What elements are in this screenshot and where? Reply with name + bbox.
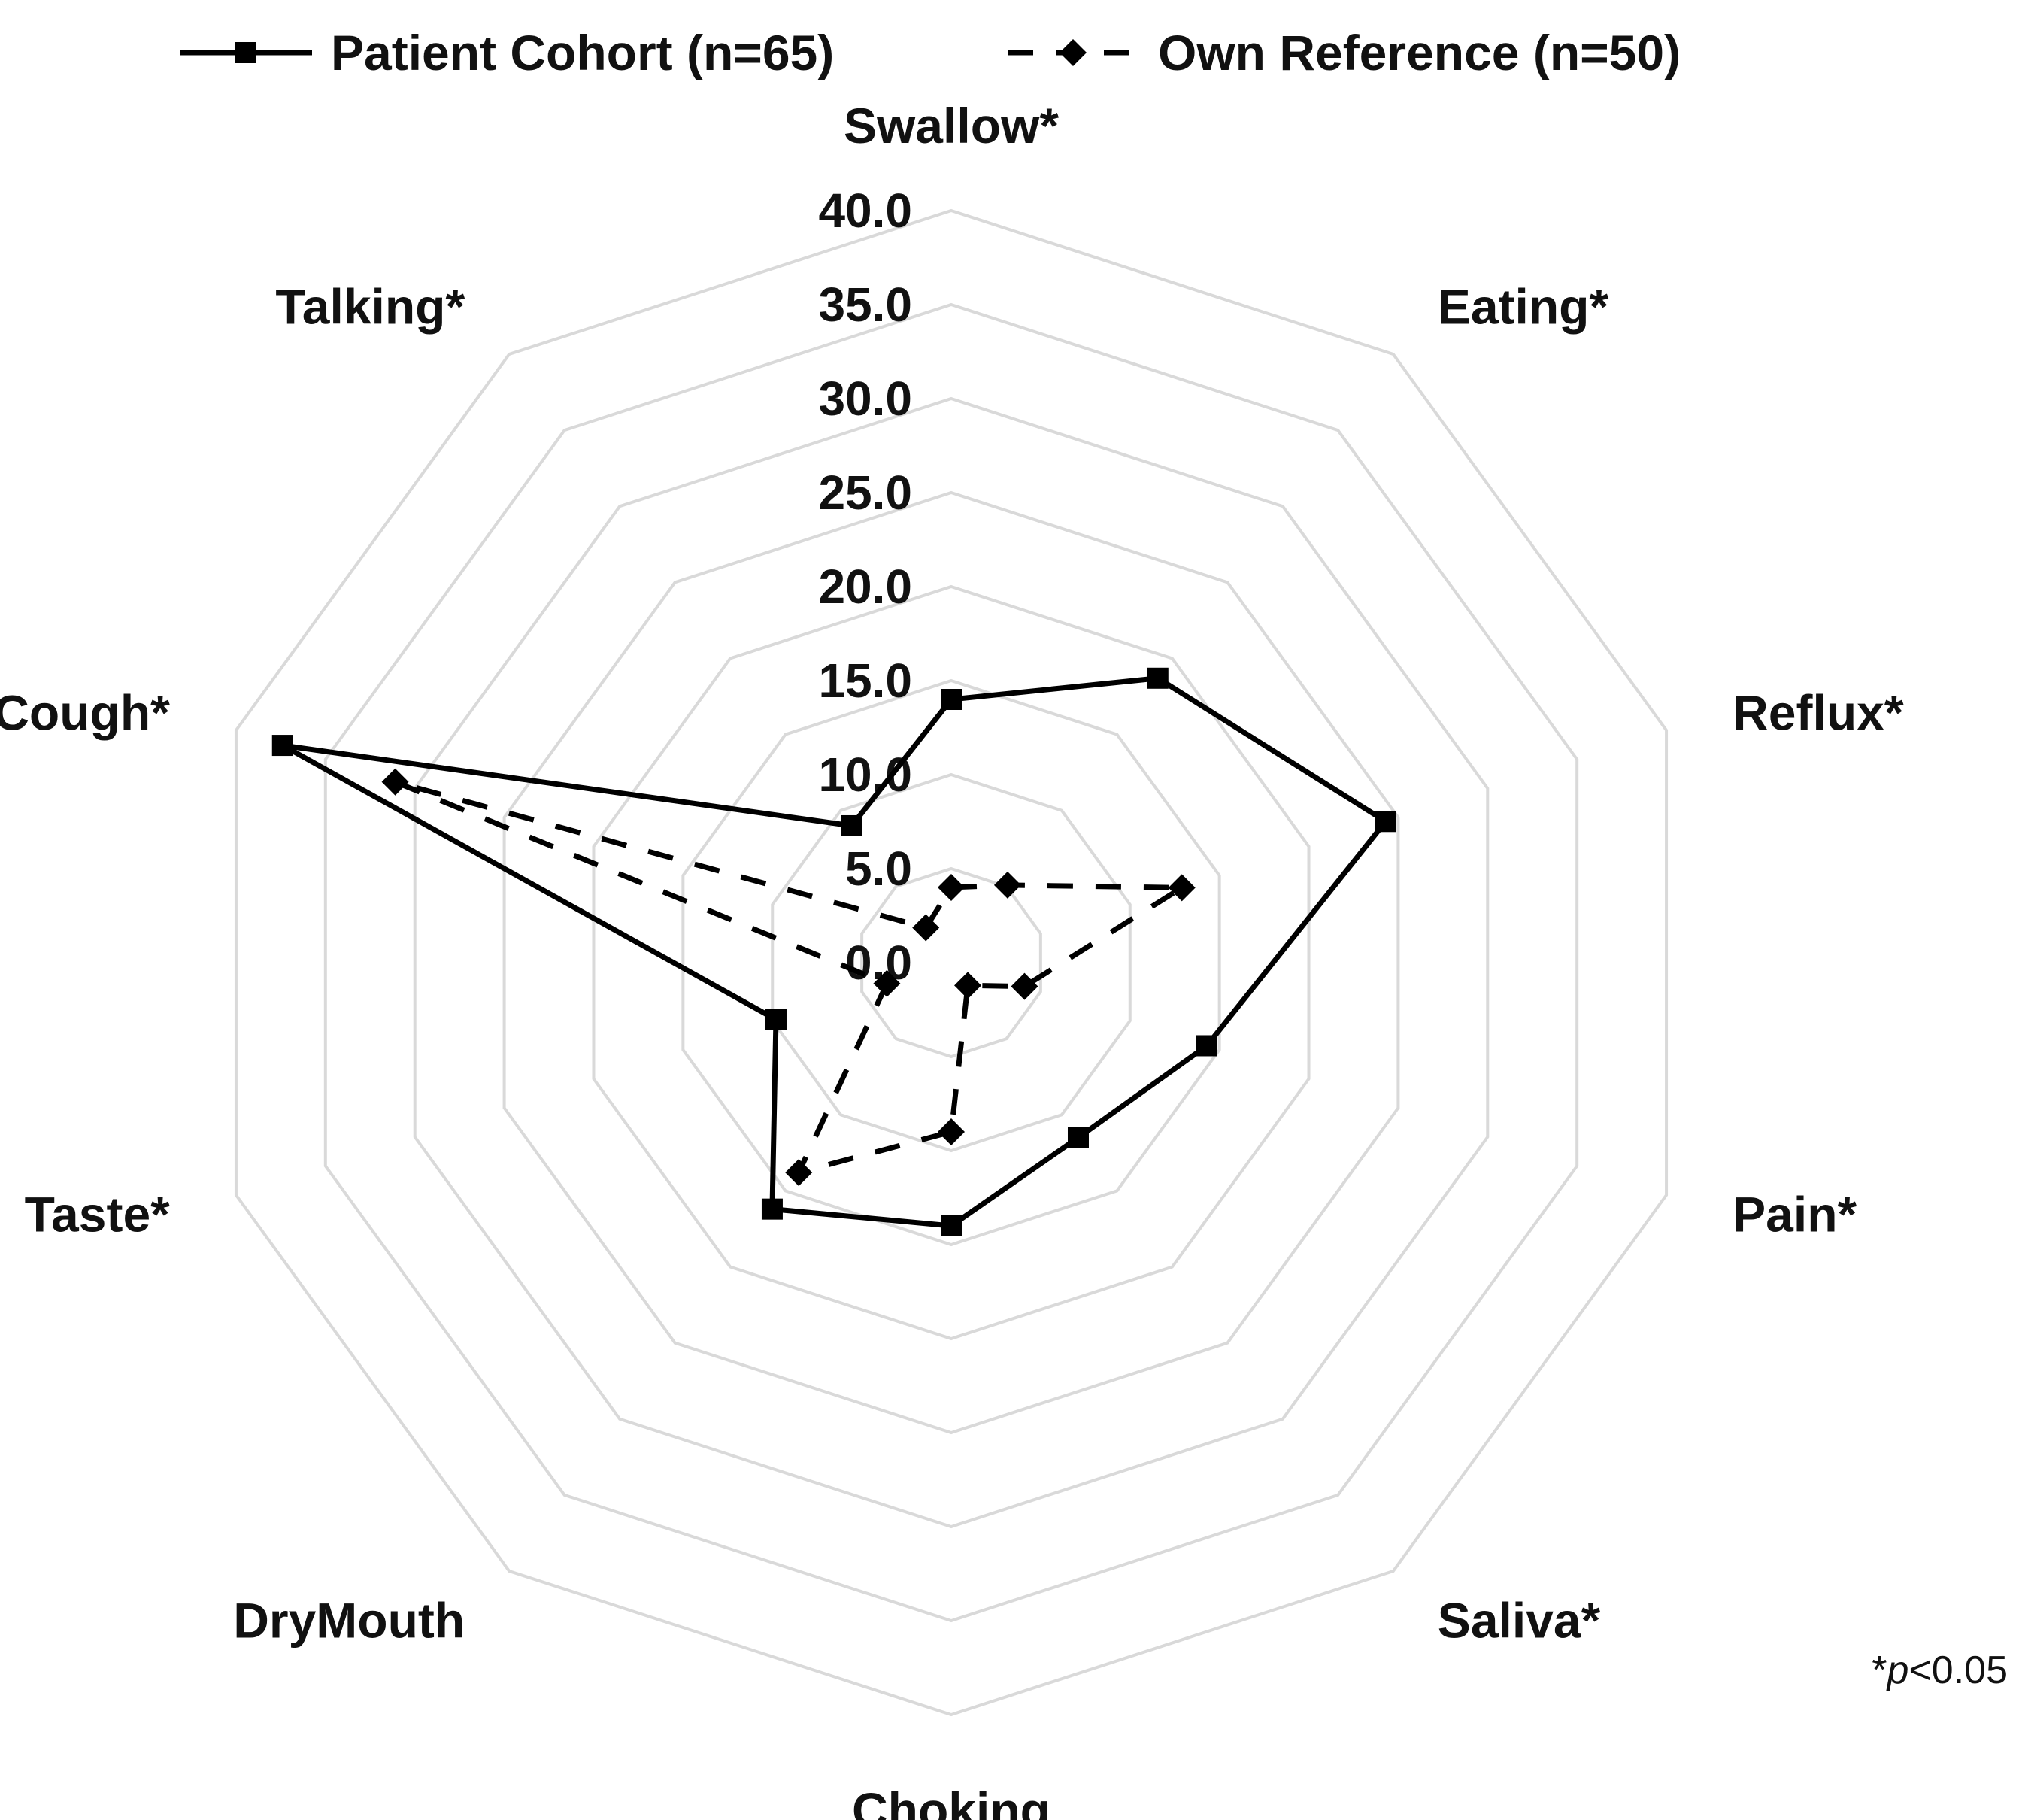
tick-label-8: 40.0 — [818, 184, 912, 238]
axis-label-reflux: Reflux* — [1732, 684, 1904, 740]
grid-ring-8 — [234, 208, 1669, 1717]
axis-label-taste: Taste* — [25, 1187, 171, 1242]
series-layer — [271, 667, 1396, 1236]
axis-label-saliva: Saliva* — [1438, 1593, 1601, 1649]
point-patient-cohort-swallow — [941, 689, 962, 710]
point-patient-cohort-saliva — [1067, 1127, 1089, 1148]
tick-label-6: 30.0 — [818, 372, 912, 426]
point-own-reference-drymouth — [785, 1159, 813, 1187]
legend-label-reference: Own Reference (n=50) — [1158, 25, 1681, 80]
tick-labels: 0.05.010.015.020.025.030.035.040.0 — [818, 184, 912, 990]
point-own-reference-swallow — [938, 874, 965, 901]
point-own-reference-choking — [938, 1118, 965, 1145]
axis-label-talking: Talking* — [275, 278, 465, 334]
grid-ring-2 — [771, 772, 1132, 1153]
point-own-reference-talking — [912, 914, 940, 942]
grid-ring-4 — [592, 584, 1311, 1341]
axis-labels: Swallow* Eating* Reflux* Pain* Saliva* Chokin… — [0, 98, 1904, 1820]
point-patient-cohort-talking — [841, 814, 862, 836]
point-own-reference-eating — [993, 871, 1021, 899]
grid-ring-3 — [681, 678, 1221, 1247]
axis-label-cough: Cough* — [0, 684, 170, 740]
tick-label-3: 15.0 — [818, 654, 912, 708]
grid-ring-5 — [502, 490, 1400, 1435]
tick-label-1: 5.0 — [845, 842, 912, 896]
note-prefix: * — [1872, 1649, 1887, 1692]
legend-item-patient: Patient Cohort (n=65) — [180, 25, 834, 80]
axis-label-choking: Choking — [852, 1782, 1050, 1820]
point-patient-cohort-pain — [1196, 1035, 1218, 1057]
point-patient-cohort-taste — [765, 1009, 787, 1030]
point-patient-cohort-choking — [941, 1215, 962, 1236]
point-own-reference-saliva — [954, 972, 982, 999]
series-line-own-reference — [394, 779, 1191, 1177]
grid-ring-1 — [860, 866, 1042, 1059]
axis-label-swallow: Swallow* — [844, 98, 1059, 153]
note-suffix: <0.05 — [1908, 1649, 2008, 1692]
grid-ring-6 — [413, 396, 1490, 1529]
point-own-reference-cough — [381, 768, 409, 796]
tick-label-2: 10.0 — [818, 748, 912, 802]
legend-item-reference: Own Reference (n=50) — [1008, 25, 1681, 80]
point-own-reference-taste — [873, 969, 901, 997]
point-patient-cohort-reflux — [1375, 811, 1396, 833]
axis-label-eating: Eating* — [1438, 278, 1609, 334]
point-patient-cohort-drymouth — [761, 1198, 783, 1220]
axis-label-drymouth: DryMouth — [233, 1593, 465, 1649]
point-own-reference-pain — [1011, 972, 1038, 1000]
tick-label-4: 20.0 — [818, 560, 912, 614]
significance-note: *p<0.05 — [1872, 1649, 2008, 1692]
point-own-reference-reflux — [1168, 874, 1196, 902]
note-p: p — [1886, 1649, 1909, 1692]
legend-marker-reference — [1060, 39, 1087, 66]
tick-label-5: 25.0 — [818, 466, 912, 520]
point-patient-cohort-cough — [271, 735, 293, 757]
grid — [234, 208, 1669, 1717]
grid-ring-7 — [323, 302, 1579, 1623]
tick-label-7: 35.0 — [818, 278, 912, 332]
axis-label-pain: Pain* — [1732, 1187, 1857, 1242]
legend: Patient Cohort (n=65) Own Reference (n=5… — [180, 25, 1681, 80]
legend-label-patient: Patient Cohort (n=65) — [331, 25, 834, 80]
point-patient-cohort-eating — [1147, 667, 1169, 689]
legend-marker-patient — [235, 42, 256, 63]
